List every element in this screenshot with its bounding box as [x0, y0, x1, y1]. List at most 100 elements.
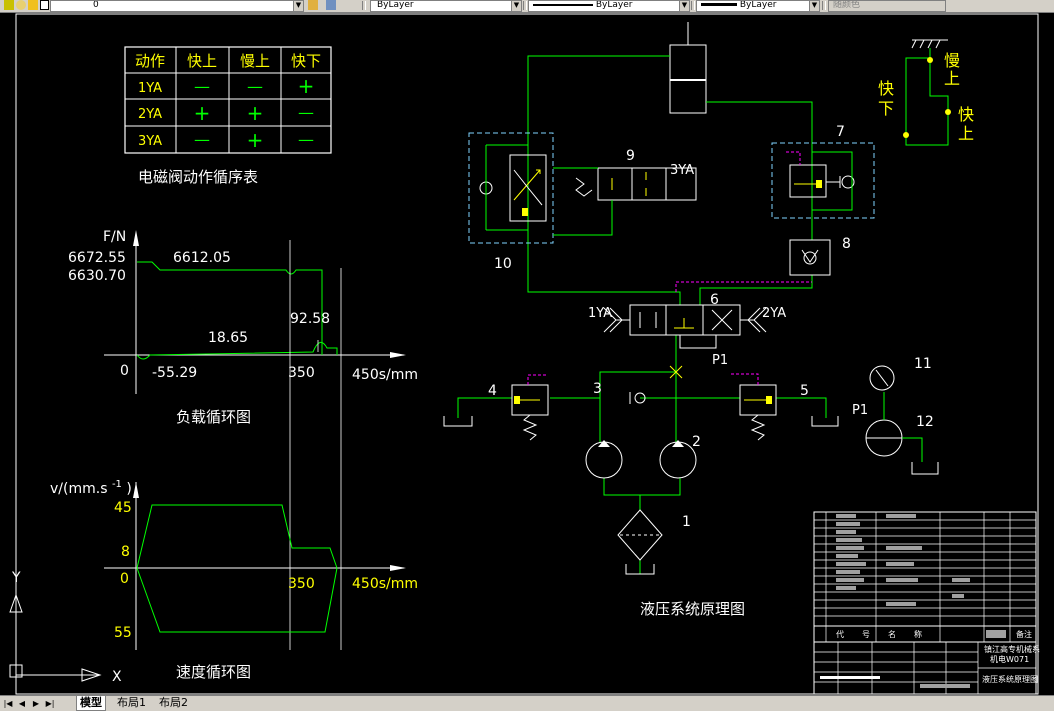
motion-diagram: [903, 39, 951, 146]
ucs-y-label: Y: [11, 570, 21, 586]
remark-header: 备注: [1016, 629, 1032, 639]
table-cell: —: [298, 130, 314, 149]
solenoid-valve-9: [553, 167, 697, 236]
component-label: P1: [712, 353, 728, 368]
component-label: 1YA: [588, 306, 612, 321]
component-label: 2YA: [762, 306, 786, 321]
pressure-gauge-11: [869, 365, 895, 391]
load-ytick: 6630.70: [68, 268, 126, 284]
speed-ytick: 8: [121, 544, 130, 560]
hydraulic-schematic: [443, 22, 951, 575]
tab-prev-button[interactable]: ◀: [18, 699, 26, 708]
speed-ylabel-main: v/(mm.s: [50, 481, 107, 497]
ucs-icon: [9, 593, 102, 682]
toolbar-separator: [523, 1, 527, 10]
toolbar-separator: [691, 1, 695, 10]
tab-next-button[interactable]: ▶: [32, 699, 40, 708]
layer-previous-icon[interactable]: [326, 0, 336, 10]
table-cell: +: [194, 101, 211, 125]
chevron-down-icon: ▼: [293, 1, 303, 11]
schematic-caption: 液压系统原理图: [640, 600, 745, 618]
component-label: 11: [914, 356, 932, 372]
check-valve-8: [789, 239, 831, 276]
table-cell: +: [247, 101, 264, 125]
component-label: 9: [626, 148, 635, 164]
component-label: 12: [916, 414, 934, 430]
load-annotation: 18.65: [208, 330, 248, 346]
pump-3-circle: [585, 441, 623, 479]
load-chart: [104, 230, 406, 650]
table-row-label: 2YA: [138, 107, 162, 122]
motion-label: 上: [958, 124, 974, 143]
toolbar-separator: [362, 1, 366, 10]
table-caption: 电磁阀动作循序表: [138, 168, 258, 186]
speed-xtick: 450s/mm: [352, 576, 418, 592]
lineweight-dropdown[interactable]: ByLayer ▼: [696, 0, 820, 12]
tab-model[interactable]: 模型: [76, 696, 106, 711]
load-annotation: -55.29: [152, 365, 197, 381]
pump-2-circle: [659, 441, 697, 479]
speed-caption: 速度循环图: [176, 663, 251, 681]
table-cell: —: [194, 130, 210, 149]
component-label: 3: [593, 381, 602, 397]
load-caption: 负载循环图: [176, 408, 251, 426]
linetype-dropdown[interactable]: ByLayer ▼: [528, 0, 690, 12]
color-dropdown[interactable]: ByLayer ▼: [370, 0, 522, 12]
drawing-canvas[interactable]: 动作 快上 慢上 快下 1YA — — + 2YA + + — 3YA — + …: [0, 13, 1054, 695]
table-row-label: 3YA: [138, 134, 162, 149]
toolbar-separator: [822, 1, 826, 10]
layer-sun-icon[interactable]: [28, 0, 38, 10]
table-header: 快下: [291, 52, 321, 70]
load-ytick: 6672.55: [68, 250, 126, 266]
company-name: 镇江高专机械系: [984, 644, 1040, 654]
linetype-swatch: [533, 3, 593, 6]
table-cell: —: [194, 77, 210, 96]
plotstyle-dropdown[interactable]: 随颜色: [828, 0, 946, 12]
motion-label: 快: [958, 105, 974, 124]
load-ylabel: F/N: [103, 229, 126, 245]
load-xtick: 450s/mm: [352, 367, 418, 383]
component-label: P1: [852, 403, 868, 418]
lineweight-swatch: [701, 3, 737, 6]
title-block-fills: [820, 514, 1006, 688]
table-header: 快上: [187, 52, 217, 70]
table-row-label: 1YA: [138, 81, 162, 96]
drawing-title: 液压系统原理图: [982, 674, 1038, 684]
load-annotation: 92.58: [290, 311, 330, 327]
component-label: 5: [800, 383, 809, 399]
title-label: 代: [836, 629, 844, 639]
table-cell: —: [247, 77, 263, 96]
tab-layout2[interactable]: 布局2: [159, 696, 188, 709]
valve-10-enclosure: [468, 132, 554, 244]
table-header: 动作: [135, 52, 165, 70]
ucs-x-label: X: [112, 669, 122, 685]
tab-last-button[interactable]: ▶|: [45, 699, 55, 708]
component-label: 1: [682, 514, 691, 530]
speed-ylabel-end: ): [126, 481, 131, 497]
speed-ylabel: v/(mm.s -1 ): [50, 475, 132, 497]
color-value: ByLayer: [377, 0, 414, 10]
component-label: 2: [692, 434, 701, 450]
layer-lightbulb-icon[interactable]: [16, 0, 26, 10]
valve-7-enclosure: [771, 142, 875, 219]
plotstyle-value: 随颜色: [833, 0, 861, 10]
properties-toolbar: 0 ▼ ByLayer ▼ ByLayer ▼ ByLayer ▼ 随颜色: [0, 0, 1054, 13]
speed-ylabel-sup: -1: [112, 479, 122, 490]
layer-dropdown[interactable]: 0 ▼: [50, 0, 304, 12]
tab-layout1[interactable]: 布局1: [117, 696, 146, 709]
layer-color-icon[interactable]: [40, 0, 49, 10]
table-cell: —: [298, 103, 314, 122]
speed-ytick: 0: [120, 571, 129, 587]
component-label: 10: [494, 256, 512, 272]
motion-label: 慢: [944, 51, 960, 70]
tab-first-button[interactable]: |◀: [3, 699, 13, 708]
filter-symbol: [617, 509, 663, 561]
title-label: 名: [888, 629, 896, 639]
component-label: 7: [836, 124, 845, 140]
make-current-layer-icon[interactable]: [308, 0, 318, 10]
component-label: 3YA: [670, 163, 694, 178]
drawing-border: [15, 13, 1039, 695]
lineweight-value: ByLayer: [739, 0, 777, 10]
layer-state-icon[interactable]: [4, 0, 14, 10]
chevron-down-icon: ▼: [809, 1, 819, 11]
